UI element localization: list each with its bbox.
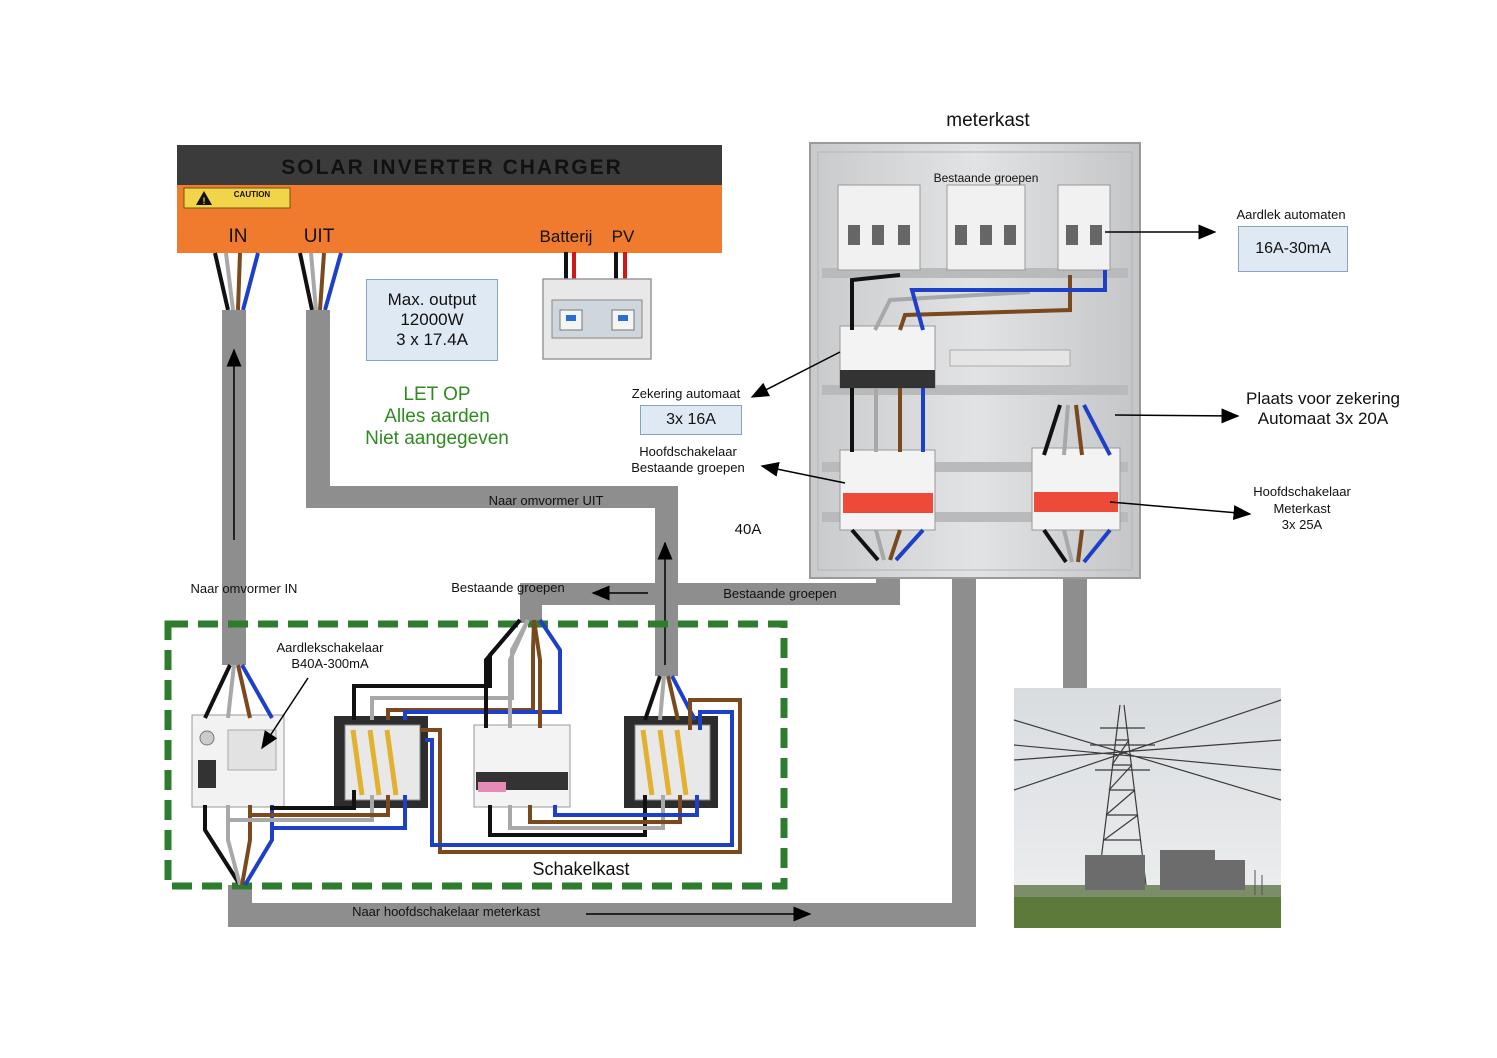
svg-text:!: !: [203, 196, 206, 206]
contactor-1: [334, 716, 428, 808]
main-switch-meter-line2: Meterkast: [1273, 501, 1330, 516]
power-pylon-photo: [1013, 688, 1282, 928]
main-switch-meter-line3: 3x 25A: [1282, 517, 1323, 532]
amps-40-label: 40A: [735, 521, 762, 538]
rcd-b40a: [191, 714, 285, 808]
main-switch-meter-line1: Hoofdschakelaar: [1253, 484, 1351, 499]
note-line-2: Alles aarden: [384, 406, 490, 427]
fuse-value-box: 3x 16A: [640, 405, 742, 435]
contactor-2: [624, 716, 718, 808]
note-line-1: LET OP: [403, 384, 471, 405]
battery-pv-wires: [564, 252, 627, 279]
rcd-label-line2: B40A-300mA: [291, 656, 369, 671]
warning-note: LET OP Alles aarden Niet aangegeven: [352, 384, 522, 450]
inverter-out-wires: [298, 252, 343, 311]
schakelkast-wiring: [203, 618, 742, 887]
dc-breaker-box: [542, 278, 652, 360]
note-line-3: Niet aangegeven: [365, 428, 509, 449]
schakelkast-title: Schakelkast: [532, 859, 629, 879]
port-pv-label: PV: [612, 227, 635, 246]
reserved-slot-line2: Automaat 3x 20A: [1258, 409, 1389, 428]
reserved-slot-line1: Plaats voor zekering: [1246, 389, 1400, 408]
main-switch-existing: [839, 449, 936, 531]
main-switch-existing-line1: Hoofdschakelaar: [639, 444, 737, 459]
output-line-1: Max. output: [387, 290, 477, 309]
inverter-title: SOLAR INVERTER CHARGER: [281, 156, 623, 179]
rcd-auto-value-box: 16A-30mA: [1238, 226, 1348, 272]
schakelkast-border: [164, 620, 788, 890]
fuse-value: 3x 16A: [666, 411, 716, 428]
main-switch-existing-line2: Bestaande groepen: [631, 460, 744, 475]
meterkast-existing-groups-top: Bestaande groepen: [934, 171, 1039, 185]
rcd-label-line1: Aardlekschakelaar: [277, 640, 385, 655]
output-line-3: 3 x 17.4A: [396, 330, 468, 349]
output-line-2: 12000W: [400, 310, 464, 329]
fuse-label: Zekering automaat: [632, 386, 741, 401]
inverter-in-wires: [213, 252, 260, 311]
rcd-auto-label: Aardlek automaten: [1236, 207, 1345, 222]
main-switch-meter: [1031, 447, 1121, 531]
breaker-middle: [473, 724, 571, 808]
caution-label: ! CAUTION: [183, 187, 291, 209]
rcd-breakers-row: [837, 184, 1111, 271]
cable-arrows: [226, 348, 812, 922]
cable-label-to-inverter-in: Naar omvormer IN: [191, 581, 298, 596]
meterkast-title: meterkast: [946, 110, 1030, 131]
port-battery-label: Batterij: [540, 227, 593, 246]
meterkast-panel: Bestaande groepen: [809, 142, 1141, 579]
fuse-3x16a: [839, 325, 936, 389]
rcd-auto-value: 16A-30mA: [1255, 240, 1331, 257]
port-in-label: IN: [229, 226, 248, 247]
cable-label-existing-right: Bestaande groepen: [723, 586, 836, 601]
output-box: Max. output 12000W 3 x 17.4A: [366, 279, 498, 361]
caution-text: CAUTION: [234, 190, 271, 199]
solar-inverter: SOLAR INVERTER CHARGER ! CAUTION IN UIT …: [177, 145, 722, 253]
warning-triangle-icon: !: [196, 191, 212, 206]
cable-label-to-inverter-out: Naar omvormer UIT: [489, 493, 604, 508]
port-out-label: UIT: [304, 226, 335, 247]
cable-label-to-main-switch: Naar hoofdschakelaar meterkast: [352, 904, 540, 919]
cable-label-existing-left: Bestaande groepen: [451, 580, 564, 595]
